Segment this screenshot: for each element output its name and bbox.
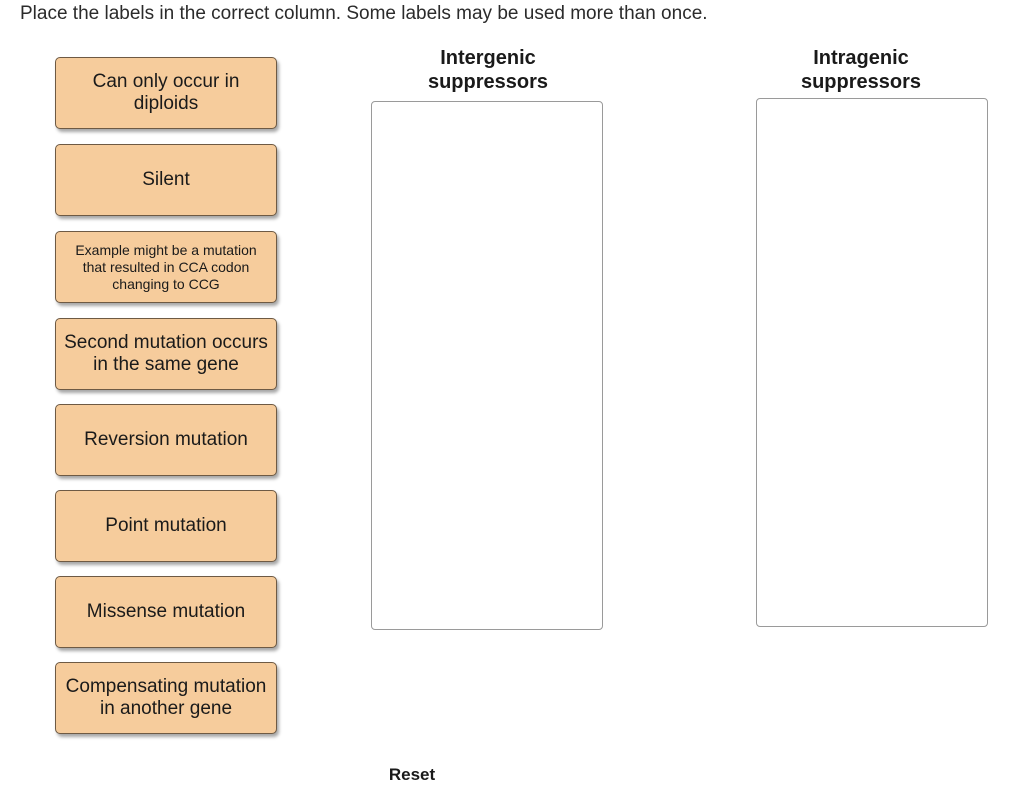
draggable-label-missense[interactable]: Missense mutation: [55, 576, 277, 648]
draggable-label-point[interactable]: Point mutation: [55, 490, 277, 562]
instructions-text: Place the labels in the correct column. …: [20, 3, 708, 24]
draggable-label-reversion[interactable]: Reversion mutation: [55, 404, 277, 476]
draggable-label-diploids[interactable]: Can only occur in diploids: [55, 57, 277, 129]
draggable-label-compensating[interactable]: Compensating mutation in another gene: [55, 662, 277, 734]
draggable-label-same-gene[interactable]: Second mutation occurs in the same gene: [55, 318, 277, 390]
label-text: Silent: [142, 169, 190, 190]
column-header-intergenic: Intergenic suppressors: [388, 46, 588, 94]
draggable-label-silent[interactable]: Silent: [55, 144, 277, 216]
label-text: Reversion mutation: [84, 429, 248, 450]
header-line: Intragenic: [813, 47, 909, 69]
label-text: Second mutation occurs in the same gene: [64, 332, 268, 375]
header-line: Intergenic: [440, 47, 536, 69]
drop-zone-intergenic[interactable]: [371, 101, 603, 630]
column-header-intragenic: Intragenic suppressors: [761, 46, 961, 94]
label-text: Compensating mutation in another gene: [65, 676, 267, 719]
label-text: Point mutation: [105, 515, 227, 536]
reset-button[interactable]: Reset: [372, 763, 452, 787]
header-line: suppressors: [800, 71, 922, 93]
label-text: Can only occur in diploids: [92, 71, 240, 114]
draggable-label-cca-example[interactable]: Example might be a mutation that resulte…: [55, 231, 277, 303]
label-text: Missense mutation: [86, 601, 246, 622]
header-line: suppressors: [427, 71, 549, 93]
drop-zone-intragenic[interactable]: [756, 98, 988, 627]
label-text: Example might be a mutation that resulte…: [75, 241, 257, 292]
